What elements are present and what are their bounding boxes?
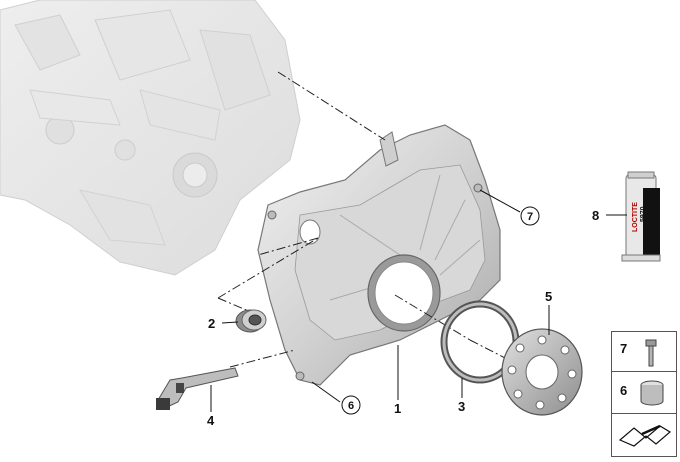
engine-block	[0, 0, 301, 276]
crankshaft-sensor	[156, 367, 239, 410]
legend-box-bolt: 7	[611, 331, 677, 373]
callout-7-circle	[520, 206, 540, 226]
callout-8: 8	[592, 208, 599, 223]
sealant-tube-product: 5970	[640, 206, 647, 222]
legend-box-sleeve: 6	[611, 371, 677, 415]
callout-6: 6	[348, 400, 354, 412]
callout-3: 3	[458, 399, 465, 414]
legend-label-sleeve: 6	[620, 383, 628, 398]
sealant-tube: LOCTITE 5970	[621, 171, 661, 262]
timing-cover	[257, 124, 501, 386]
callout-7: 7	[527, 211, 533, 223]
sleeve-icon	[640, 380, 664, 406]
callout-5: 5	[545, 289, 552, 304]
bolt-icon	[645, 339, 657, 367]
callout-1: 1	[394, 401, 401, 416]
shaft-seal	[235, 309, 267, 333]
callout-2: 2	[208, 316, 215, 331]
callout-6-circle	[341, 395, 361, 415]
sealant-tube-brand: LOCTITE	[632, 202, 639, 232]
legend-box-seal-symbol	[611, 413, 677, 457]
legend-label-bolt: 7	[620, 341, 628, 356]
callout-4: 4	[207, 413, 215, 428]
leader-lines	[210, 189, 627, 412]
sealing-symbol-icon	[618, 424, 672, 447]
pulse-wheel	[501, 328, 583, 416]
